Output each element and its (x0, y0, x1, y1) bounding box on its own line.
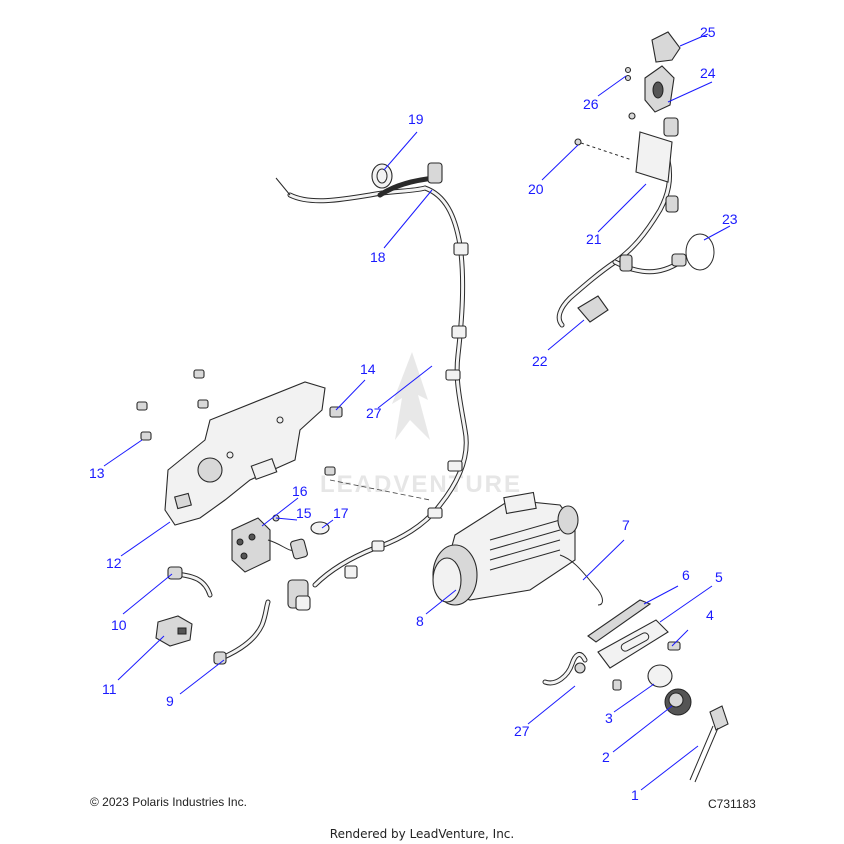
fairlead-part-5 (597, 619, 669, 669)
callout-14[interactable]: 14 (360, 361, 376, 377)
hook-strap-part-1 (689, 705, 729, 783)
callout-16[interactable]: 16 (292, 483, 308, 499)
leadventure-watermark-logo: LEADVENTURE (320, 352, 522, 498)
module-part-20 (574, 112, 679, 183)
callout-19[interactable]: 19 (408, 111, 424, 127)
switch-part-11 (155, 615, 193, 647)
callout-20[interactable]: 20 (528, 181, 544, 197)
bolt-part-4 (667, 641, 681, 651)
callout-5[interactable]: 5 (715, 569, 723, 585)
rendered-by-text: Rendered by LeadVenture, Inc. (329, 827, 515, 841)
pigtail-part-27 (542, 652, 588, 686)
rope-part-7 (559, 554, 603, 606)
callout-2[interactable]: 2 (602, 749, 610, 765)
callout-13[interactable]: 13 (89, 465, 105, 481)
callout-10[interactable]: 10 (111, 617, 127, 633)
callout-15[interactable]: 15 (296, 505, 312, 521)
copyright-text: © 2023 Polaris Industries Inc. (90, 795, 247, 809)
callout-18[interactable]: 18 (370, 249, 386, 265)
callout-21[interactable]: 21 (586, 231, 602, 247)
callout-24[interactable]: 24 (700, 65, 716, 81)
cable-part-10 (167, 566, 213, 598)
callout-1[interactable]: 1 (631, 787, 639, 803)
callout-4[interactable]: 4 (706, 607, 714, 623)
connector-part-22 (577, 295, 609, 323)
screws-part-26 (624, 66, 632, 82)
callout-8[interactable]: 8 (416, 613, 424, 629)
cable-part-9 (213, 599, 271, 665)
watermark-text: LEADVENTURE (320, 471, 522, 498)
callout-27-pigtail[interactable]: 27 (514, 723, 530, 739)
callout-26[interactable]: 26 (583, 96, 599, 112)
stopper-part-3 (612, 664, 673, 691)
mounting-plate-part-12 (164, 381, 326, 526)
bracket-part-6 (587, 599, 652, 643)
ring-part-17 (310, 521, 330, 535)
bumper-part-2 (664, 688, 692, 716)
diagram-code: C731183 (708, 797, 756, 811)
assembly-line (329, 479, 431, 501)
callout-27-harness[interactable]: 27 (366, 405, 382, 421)
cable-tie-part-23 (685, 233, 715, 271)
bolts-part-13 (136, 369, 209, 441)
leader-lines (103, 33, 731, 791)
callout-3[interactable]: 3 (605, 710, 613, 726)
callout-17[interactable]: 17 (333, 505, 349, 521)
bolt-part-14 (324, 406, 343, 476)
callout-6[interactable]: 6 (682, 567, 690, 583)
callout-25[interactable]: 25 (700, 24, 716, 40)
solenoid-part-16 (231, 517, 299, 573)
cover-part-25 (651, 31, 681, 63)
main-wire-harness (275, 162, 469, 611)
callout-23[interactable]: 23 (722, 211, 738, 227)
clip-part-19 (371, 163, 393, 189)
harness-part-21 (556, 157, 687, 328)
callout-11[interactable]: 11 (102, 681, 117, 697)
winch-part-8 (432, 491, 579, 606)
callout-22[interactable]: 22 (532, 353, 548, 369)
callout-labels: 1 2 3 4 5 6 7 8 9 10 11 12 13 14 15 16 1… (89, 24, 738, 803)
callout-12[interactable]: 12 (106, 555, 122, 571)
callout-9[interactable]: 9 (166, 693, 174, 709)
callout-7[interactable]: 7 (622, 517, 630, 533)
screw-part-15 (272, 514, 308, 560)
switch-housing-part-24 (644, 65, 675, 113)
